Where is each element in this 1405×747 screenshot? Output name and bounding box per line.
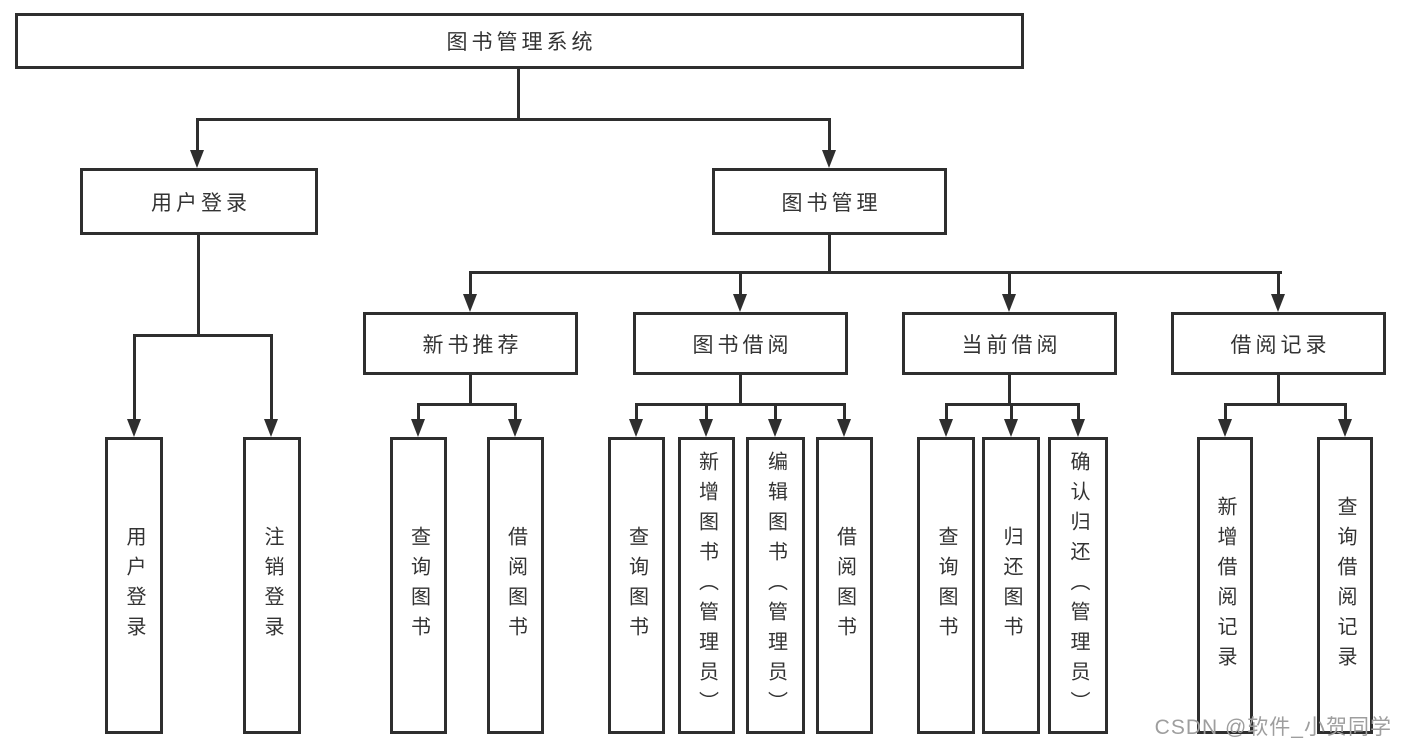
connector-book-management-branch (469, 271, 1282, 274)
arrowhead-edit-book (768, 419, 782, 437)
connector-drop-add-borrow-record (1224, 403, 1227, 421)
arrowhead-query-books-2 (629, 419, 643, 437)
connector-current-borrow-stem (1008, 375, 1011, 405)
leaf-edit-book-admin: 编辑图书（管理员） (746, 437, 805, 734)
connector-drop-new-book (469, 271, 472, 297)
arrowhead-leaf-logout (264, 419, 278, 437)
node-book-borrow-label: 图书借阅 (692, 333, 793, 357)
arrowhead-book-borrow (733, 294, 747, 312)
arrowhead-user-login (190, 150, 204, 168)
leaf-query-books-3: 查询图书 (917, 437, 975, 734)
node-user-login: 用户登录 (80, 168, 318, 235)
connector-drop-query-borrow-record (1344, 403, 1347, 421)
connector-drop-return-book (1010, 403, 1013, 421)
connector-book-borrow-stem (739, 375, 742, 405)
arrowhead-new-book (463, 294, 477, 312)
connector-drop-borrow-books-2 (843, 403, 846, 421)
connector-drop-add-book (705, 403, 708, 421)
connector-drop-book-management (828, 118, 831, 152)
node-current-borrow: 当前借阅 (902, 312, 1117, 375)
arrowhead-confirm-return (1071, 419, 1085, 437)
leaf-borrow-books-1-label: 借阅图书 (504, 525, 527, 646)
node-new-book-recommend: 新书推荐 (363, 312, 578, 375)
leaf-query-books-2-label: 查询图书 (625, 525, 648, 646)
arrowhead-return-book (1004, 419, 1018, 437)
leaf-logout: 注销登录 (243, 437, 301, 734)
connector-borrow-records-branch (1224, 403, 1346, 406)
node-book-management-label: 图书管理 (781, 191, 882, 215)
leaf-user-login-label: 用户登录 (123, 525, 145, 646)
leaf-edit-book-admin-label: 编辑图书（管理员） (764, 450, 787, 721)
arrowhead-borrow-books-1 (508, 419, 522, 437)
leaf-query-books-1-label: 查询图书 (407, 525, 430, 646)
connector-drop-confirm-return (1077, 403, 1080, 421)
connector-book-borrow-branch (635, 403, 845, 406)
leaf-confirm-return-admin: 确认归还（管理员） (1048, 437, 1108, 734)
arrowhead-query-borrow-record (1338, 419, 1352, 437)
connector-user-login-branch (133, 334, 273, 337)
connector-root-stem (517, 69, 520, 118)
leaf-add-borrow-record: 新增借阅记录 (1197, 437, 1253, 734)
arrowhead-borrow-books-2 (837, 419, 851, 437)
connector-drop-leaf-user-login (133, 334, 136, 420)
connector-drop-query-books-1 (417, 403, 420, 421)
connector-drop-book-borrow (739, 271, 742, 297)
arrowhead-query-books-1 (411, 419, 425, 437)
leaf-add-book-admin-label: 新增图书（管理员） (695, 450, 718, 721)
connector-user-login-stem (197, 235, 200, 335)
leaf-return-book-label: 归还图书 (1000, 525, 1022, 646)
arrowhead-book-management (822, 150, 836, 168)
leaf-query-books-1: 查询图书 (390, 437, 447, 734)
connector-root-branch (196, 118, 830, 121)
leaf-query-books-2: 查询图书 (608, 437, 665, 734)
node-current-borrow-label: 当前借阅 (961, 333, 1062, 357)
arrowhead-add-borrow-record (1218, 419, 1232, 437)
node-borrow-records: 借阅记录 (1171, 312, 1386, 375)
arrowhead-current-borrow (1002, 294, 1016, 312)
node-user-login-label: 用户登录 (151, 191, 251, 215)
connector-drop-leaf-logout (270, 334, 273, 420)
connector-drop-user-login (196, 118, 199, 152)
leaf-user-login: 用户登录 (105, 437, 163, 734)
connector-drop-edit-book (774, 403, 777, 421)
leaf-borrow-books-1: 借阅图书 (487, 437, 544, 734)
connector-drop-borrow-records (1277, 271, 1280, 297)
connector-drop-current-borrow (1008, 271, 1011, 297)
csdn-watermark: CSDN @软件_小贺同学 (1154, 716, 1392, 739)
node-book-borrow: 图书借阅 (633, 312, 848, 375)
connector-new-book-branch (417, 403, 516, 406)
leaf-add-borrow-record-label: 新增借阅记录 (1214, 495, 1236, 676)
arrowhead-add-book (699, 419, 713, 437)
node-book-management: 图书管理 (712, 168, 947, 235)
node-root-label: 图书管理系统 (446, 31, 597, 54)
leaf-add-book-admin: 新增图书（管理员） (678, 437, 735, 734)
connector-drop-query-books-3 (945, 403, 948, 421)
connector-drop-borrow-books-1 (514, 403, 517, 421)
node-root: 图书管理系统 (15, 13, 1024, 69)
connector-borrow-records-stem (1277, 375, 1280, 405)
arrowhead-leaf-user-login (127, 419, 141, 437)
leaf-logout-label: 注销登录 (261, 525, 283, 646)
connector-drop-query-books-2 (635, 403, 638, 421)
leaf-borrow-books-2-label: 借阅图书 (833, 525, 856, 646)
leaf-query-borrow-record-label: 查询借阅记录 (1334, 495, 1356, 676)
connector-book-management-stem (828, 235, 831, 273)
connector-new-book-stem (469, 375, 472, 405)
leaf-query-books-3-label: 查询图书 (935, 525, 957, 646)
leaf-return-book: 归还图书 (982, 437, 1040, 734)
node-borrow-records-label: 借阅记录 (1230, 333, 1331, 357)
arrowhead-borrow-records (1271, 294, 1285, 312)
leaf-query-borrow-record: 查询借阅记录 (1317, 437, 1373, 734)
leaf-borrow-books-2: 借阅图书 (816, 437, 873, 734)
node-new-book-recommend-label: 新书推荐 (422, 333, 523, 357)
arrowhead-query-books-3 (939, 419, 953, 437)
leaf-confirm-return-admin-label: 确认归还（管理员） (1067, 450, 1089, 721)
